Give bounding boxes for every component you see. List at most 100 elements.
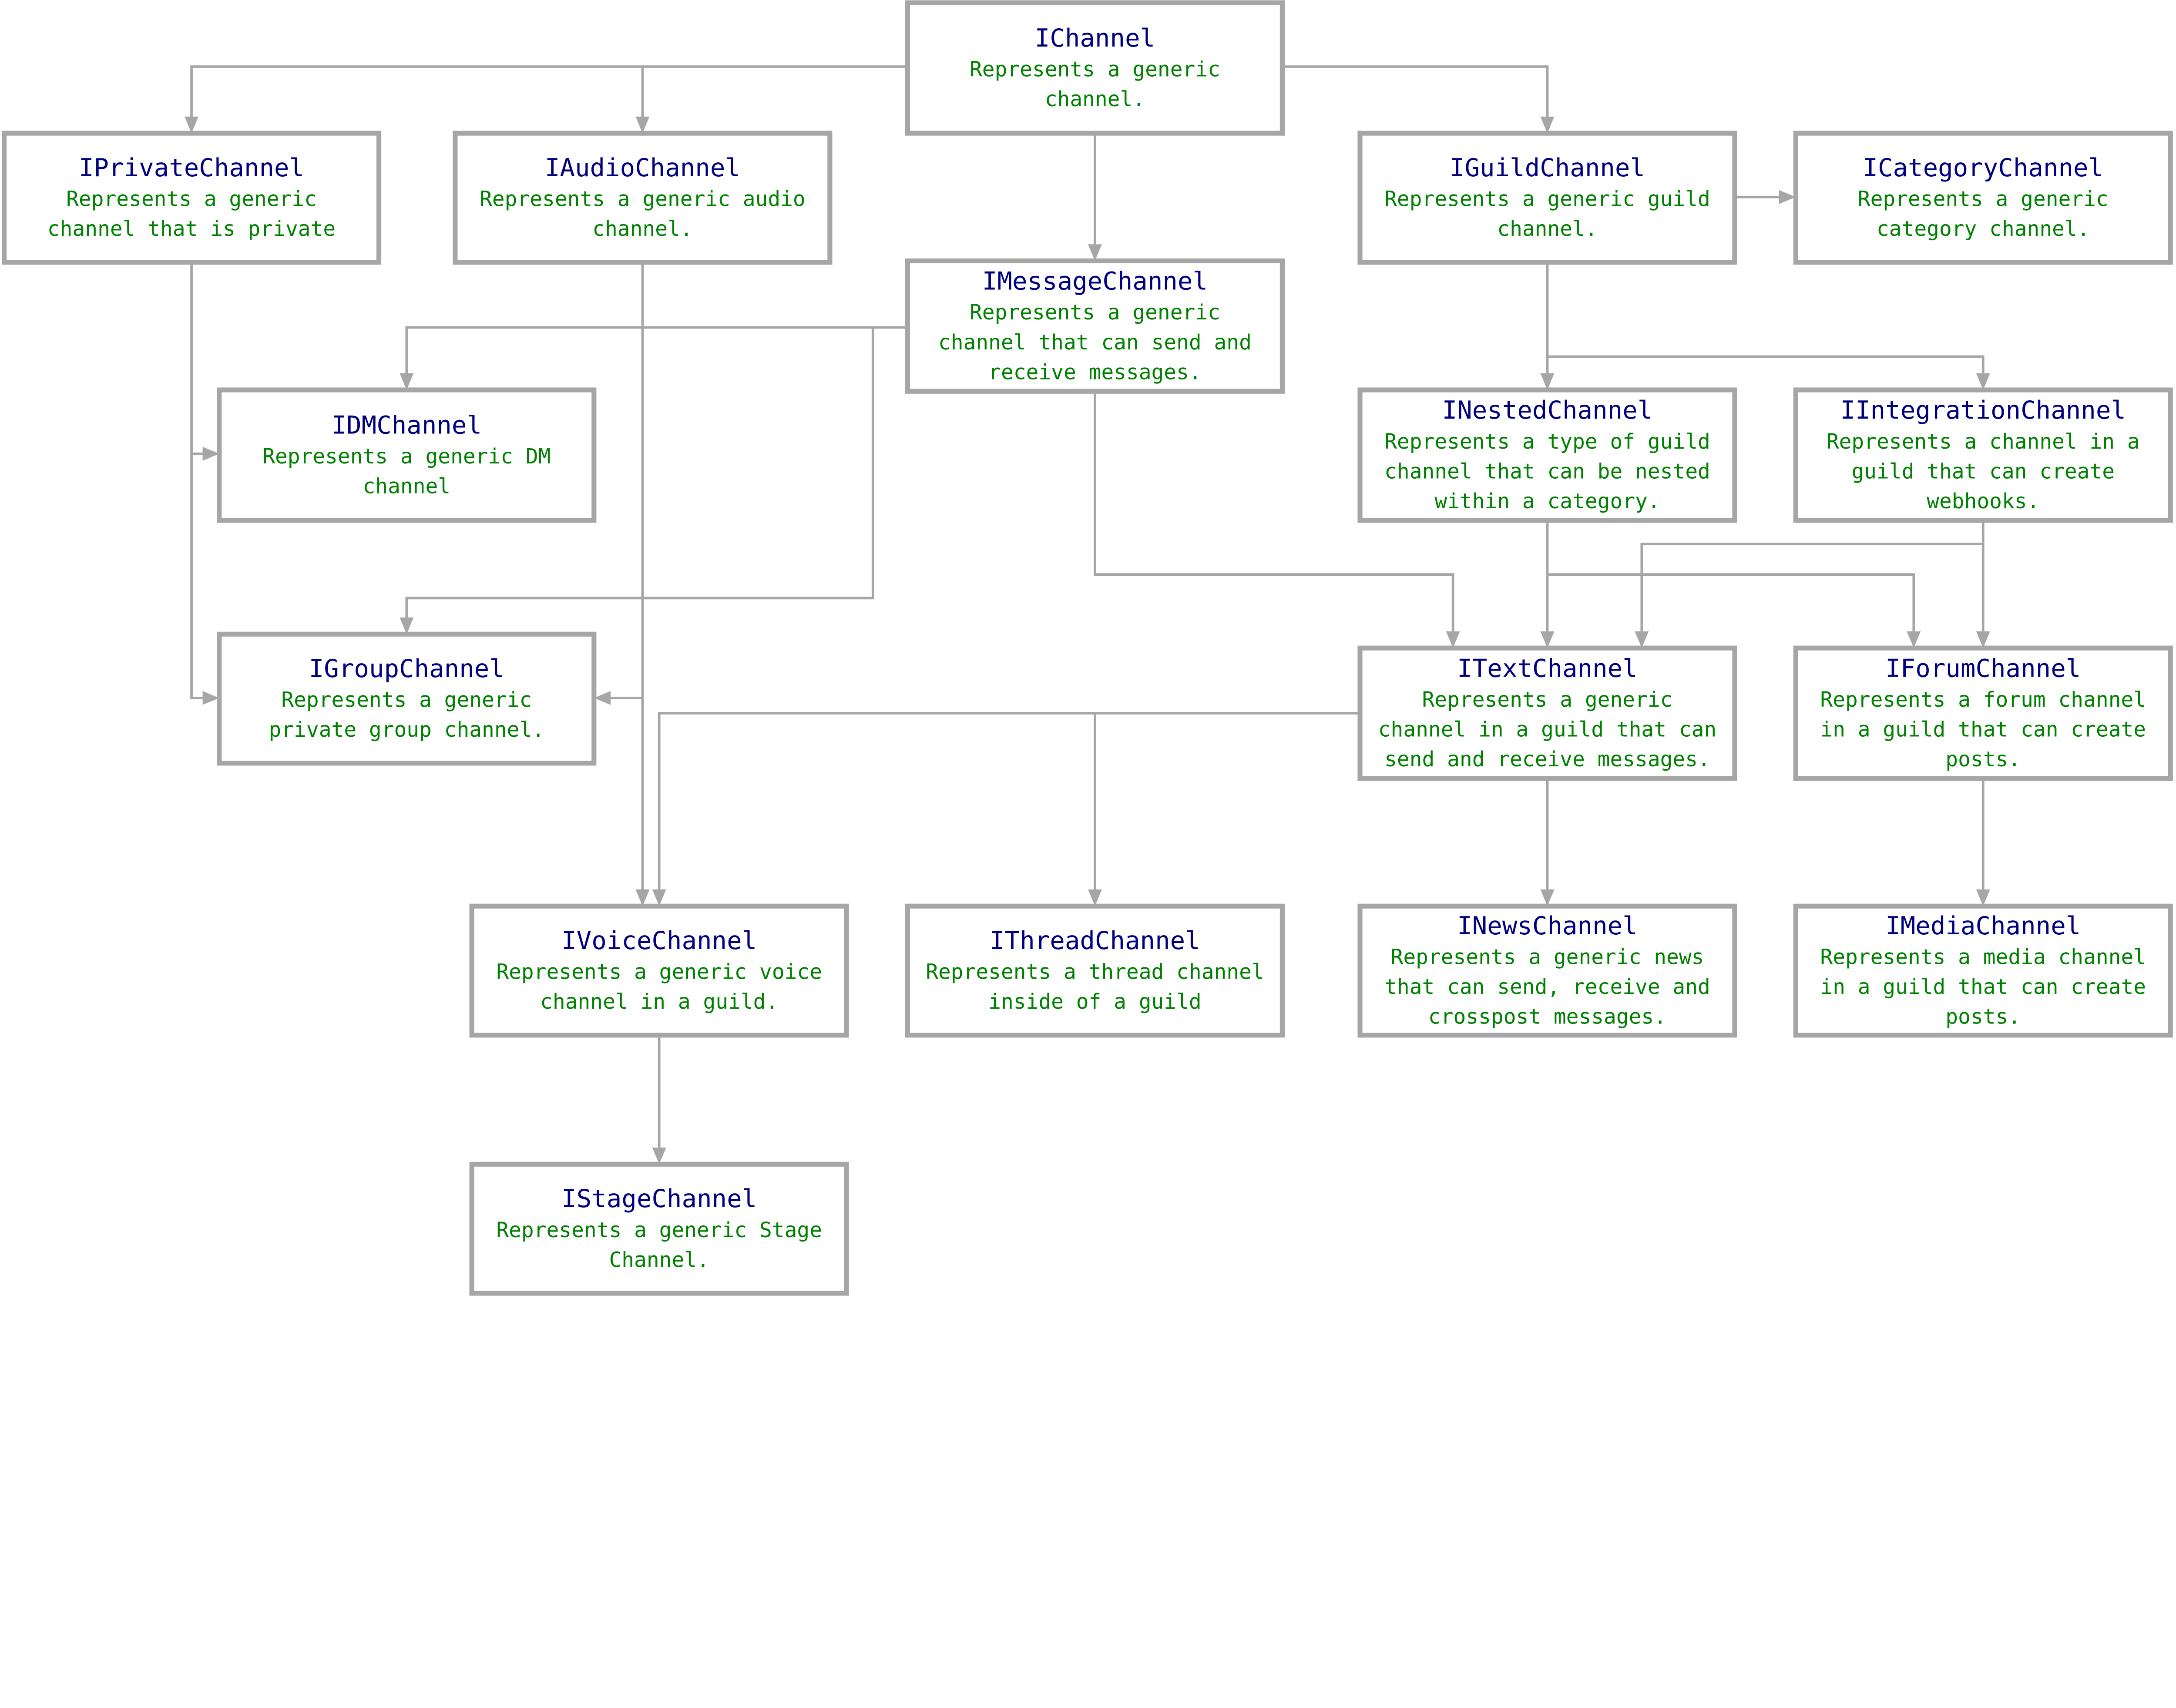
arrowhead-icon: [1976, 631, 1990, 648]
arrowhead-icon: [1779, 190, 1796, 204]
edge-line: [405, 327, 874, 618]
node-box: [905, 258, 1285, 394]
node-description-line: private group channel.: [269, 718, 544, 742]
node-description-line: channel in a guild that can: [1378, 718, 1716, 742]
node-description-line: Represents a generic audio: [480, 188, 806, 211]
arrowhead-icon: [400, 617, 414, 634]
arrowhead-icon: [1446, 631, 1460, 648]
edge-INestedChannel-to-IForumChannel: [1547, 573, 1921, 648]
node-description-line: channel.: [592, 217, 692, 241]
node-title: IGroupChannel: [309, 654, 504, 683]
node-description-line: inside of a guild: [988, 990, 1202, 1014]
node-description-line: channel.: [1497, 217, 1597, 241]
arrowhead-icon: [652, 1148, 666, 1164]
edge-IGuildChannel-to-IIntegrationChannel: [1547, 355, 1990, 390]
arrowhead-icon: [1976, 889, 1990, 906]
arrowhead-icon: [635, 116, 650, 134]
node-box: [1, 131, 382, 265]
node-description-line: Represents a type of guild: [1384, 430, 1710, 454]
arrowhead-icon: [1540, 373, 1555, 390]
edge-line: [1547, 573, 1915, 631]
arrowhead-icon: [400, 373, 414, 390]
node-title: INewsChannel: [1457, 911, 1638, 940]
edge-IPrivateChannel-to-IDMChannel: [190, 262, 219, 461]
node-description-line: category channel.: [1877, 217, 2090, 241]
node-description-line: Represents a generic DM: [262, 445, 551, 469]
node-description-line: webhooks.: [1927, 490, 2039, 513]
edge-ITextChannel-to-IThreadChannel: [1088, 713, 1102, 906]
edge-line: [1282, 65, 1549, 117]
edge-IChannel-to-IMessageChannel: [1088, 133, 1102, 261]
edge-line: [190, 453, 203, 699]
arrowhead-icon: [1976, 373, 1990, 390]
arrowhead-icon: [1088, 244, 1102, 261]
node-box: [469, 1161, 849, 1296]
edge-INestedChannel-to-ITextChannel: [1540, 520, 1555, 648]
arrowhead-icon: [594, 691, 611, 705]
edge-IIntegrationChannel-to-ITextChannel: [1635, 543, 1983, 648]
edge-IPrivateChannel-to-IGroupChannel: [190, 453, 219, 705]
node-description-line: channel: [363, 475, 451, 499]
node-description-line: Represents a generic: [970, 57, 1220, 81]
node-box: [1793, 387, 2173, 523]
node-title: IMediaChannel: [1885, 911, 2081, 940]
node-box: [217, 387, 597, 523]
node-description-line: posts.: [1945, 1005, 2021, 1029]
node-description-line: in a guild that can create: [1820, 975, 2146, 999]
node-description-line: Represents a generic Stage: [496, 1218, 822, 1242]
node-title: IChannel: [1035, 23, 1155, 53]
edge-IMessageChannel-to-IDMChannel: [400, 326, 908, 390]
node-description-line: Represents a generic guild: [1384, 188, 1710, 211]
arrowhead-icon: [635, 889, 650, 906]
node-description-line: Represents a generic news: [1391, 945, 1704, 969]
node-box: [1357, 903, 1737, 1038]
node-description-line: Represents a generic: [281, 688, 532, 712]
node-description-line: guild that can create: [1851, 460, 2115, 483]
node-description-line: within a category.: [1434, 490, 1660, 513]
node-title: IStageChannel: [561, 1184, 757, 1213]
node-description-line: Channel.: [609, 1248, 709, 1272]
arrowhead-icon: [1088, 889, 1102, 906]
edge-IVoiceChannel-to-IStageChannel: [652, 1035, 666, 1164]
node-title: INestedChannel: [1442, 396, 1653, 425]
node-description-line: Represents a generic: [66, 188, 317, 211]
node-description-line: Represents a generic voice: [496, 960, 822, 984]
arrowhead-icon: [185, 116, 198, 134]
node-title: IThreadChannel: [990, 926, 1200, 955]
node-box: [1357, 645, 1737, 781]
node-description-line: posts.: [1945, 748, 2021, 772]
node-title: IMessageChannel: [982, 267, 1208, 296]
edge-line: [405, 326, 908, 373]
node-box: [217, 631, 597, 766]
edge-IMessageChannel-to-IGroupChannel: [400, 327, 874, 634]
node-title: IGuildChannel: [1450, 153, 1645, 182]
node-description-line: channel.: [1045, 87, 1145, 111]
node-box: [469, 903, 849, 1038]
arrowhead-icon: [1540, 116, 1555, 134]
node-description-line: Represents a generic: [1858, 188, 2109, 211]
edge-IChannel-to-IPrivateChannel: [185, 65, 908, 134]
edge-ITextChannel-to-IVoiceChannel: [652, 712, 1360, 906]
node-description-line: channel that can be nested: [1384, 460, 1710, 483]
node-description-line: channel in a guild.: [540, 990, 778, 1014]
edge-line: [658, 712, 1360, 890]
node-box: [905, 0, 1285, 136]
